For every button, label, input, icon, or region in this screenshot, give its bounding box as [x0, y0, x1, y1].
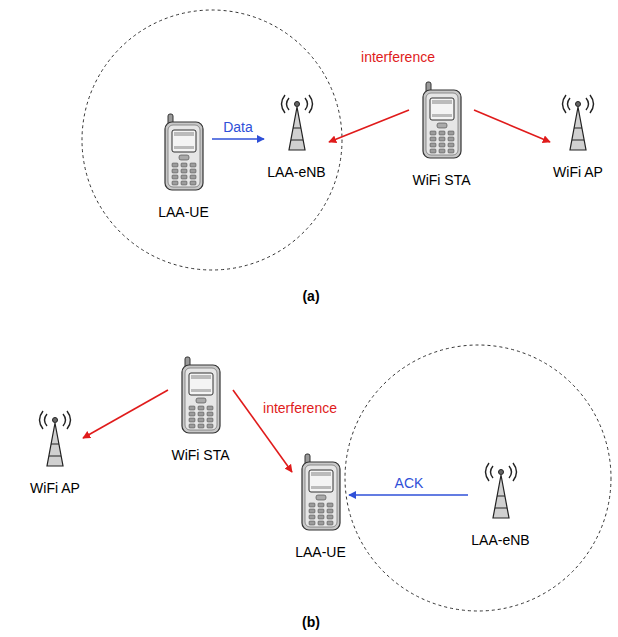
- device-label: WiFi STA: [412, 172, 470, 188]
- phone-icon: [420, 80, 464, 160]
- phone-icon: [179, 355, 223, 435]
- device-label: WiFi AP: [30, 480, 80, 496]
- edge-label: Data: [221, 119, 255, 135]
- antenna-icon: [481, 460, 521, 520]
- interference-label: interference: [263, 400, 337, 416]
- signal-arrow: [212, 138, 264, 140]
- phone-icon: [162, 112, 206, 192]
- interference-arrow: [83, 390, 168, 438]
- interference-label: interference: [361, 49, 435, 65]
- antenna-icon: [35, 408, 75, 468]
- edge-label: ACK: [393, 475, 426, 491]
- device-label: LAA-UE: [295, 544, 346, 560]
- antenna-icon: [558, 92, 598, 152]
- signal-arrow: [349, 494, 468, 496]
- antenna-icon: [277, 92, 317, 152]
- coverage-circle: [345, 345, 611, 611]
- device-label: LAA-eNB: [267, 164, 325, 180]
- antenna-node: WiFi AP: [27, 408, 83, 496]
- phone-icon: [299, 452, 343, 532]
- interference-arrow: [474, 110, 550, 142]
- device-label: WiFi STA: [171, 447, 229, 463]
- phone-node: WiFi STA: [168, 355, 233, 463]
- device-label: LAA-UE: [158, 204, 209, 220]
- phone-node: WiFi STA: [409, 80, 474, 188]
- antenna-node: LAA-eNB: [468, 460, 533, 548]
- panel-label: (b): [302, 614, 320, 630]
- interference-arrow: [329, 110, 409, 142]
- device-label: WiFi AP: [553, 164, 603, 180]
- coverage-circle: [82, 10, 342, 270]
- antenna-node: WiFi AP: [550, 92, 606, 180]
- phone-node: LAA-UE: [292, 452, 349, 560]
- antenna-node: LAA-eNB: [264, 92, 329, 180]
- panel-label: (a): [302, 288, 319, 304]
- phone-node: LAA-UE: [155, 112, 212, 220]
- device-label: LAA-eNB: [471, 532, 529, 548]
